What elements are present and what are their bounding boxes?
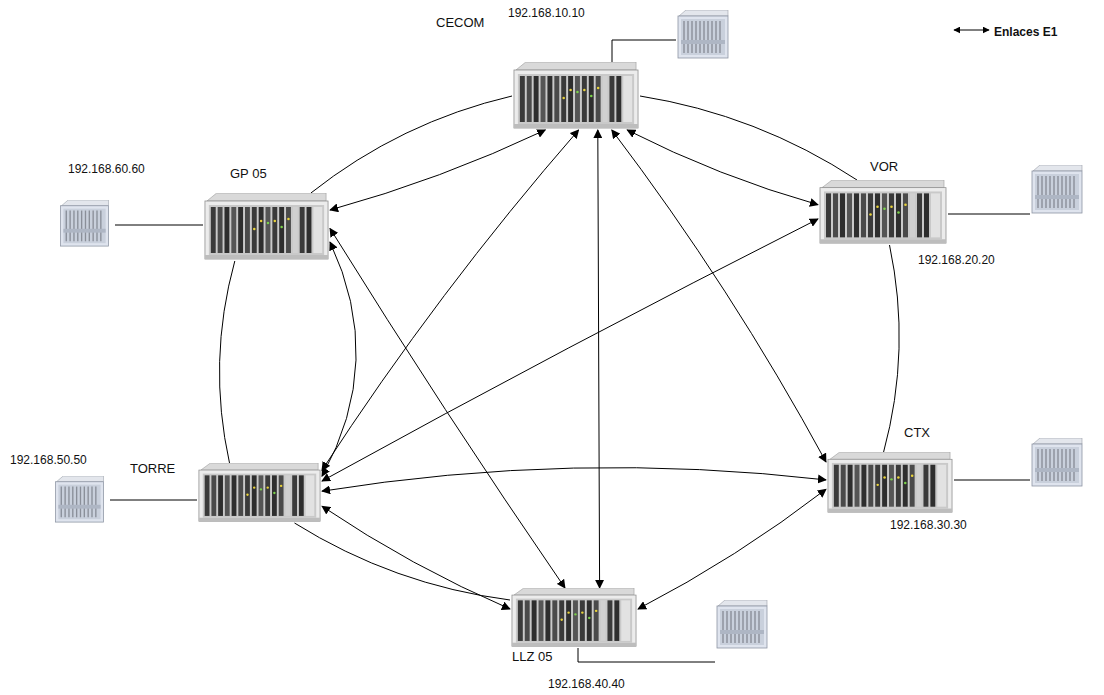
ring-link <box>219 261 234 463</box>
e1-link <box>627 130 818 205</box>
multiplexer-node: CECOM192.168.10.10 <box>512 62 640 130</box>
e1-link <box>322 506 510 609</box>
ring-link <box>640 96 857 180</box>
site-name: TORRE <box>130 462 175 477</box>
multiplexer-node: TORRE192.168.50.50 <box>197 463 322 523</box>
e1-link <box>598 130 600 588</box>
site-name: CTX <box>904 426 930 441</box>
e1-link <box>638 489 826 609</box>
legend-text: Enlaces E1 <box>994 25 1057 39</box>
multiplexer-picture <box>510 588 638 648</box>
ip-address: 192.168.30.30 <box>890 519 967 533</box>
multiplexer-node: GP 05192.168.60.60 <box>203 193 330 261</box>
device-wire <box>110 40 1030 662</box>
multiplexer-picture <box>818 180 948 245</box>
multiplexer-picture <box>826 452 954 514</box>
e1-link <box>322 468 826 492</box>
site-name: CECOM <box>436 16 484 31</box>
attached-device <box>56 10 1082 648</box>
ip-address: 192.168.60.60 <box>68 163 145 177</box>
e1-link <box>330 130 545 210</box>
e1-link <box>612 130 826 462</box>
site-name: GP 05 <box>230 167 267 182</box>
ip-address: 192.168.10.10 <box>508 7 585 21</box>
multiplexer-node: CTX192.168.30.30 <box>826 452 954 514</box>
ring-link <box>295 523 511 600</box>
e1-link <box>322 219 818 481</box>
multiplexer-node: LLZ 05192.168.40.40 <box>510 588 638 648</box>
multiplexer-node: VOR192.168.20.20 <box>818 180 948 245</box>
ring-link <box>884 245 900 452</box>
multiplexer-picture <box>512 62 640 130</box>
ip-address: 192.168.40.40 <box>548 678 625 692</box>
e1-link <box>322 130 579 470</box>
multiplexer-picture <box>203 193 330 261</box>
legend-sample <box>952 24 992 36</box>
e1-link <box>322 242 356 476</box>
site-name: VOR <box>870 160 898 175</box>
ip-address: 192.168.20.20 <box>918 254 995 268</box>
multiplexer-picture <box>197 463 322 523</box>
ip-address: 192.168.50.50 <box>10 454 87 468</box>
ring-link <box>311 96 512 193</box>
site-name: LLZ 05 <box>512 650 552 665</box>
legend: Enlaces E1 <box>952 22 1015 40</box>
